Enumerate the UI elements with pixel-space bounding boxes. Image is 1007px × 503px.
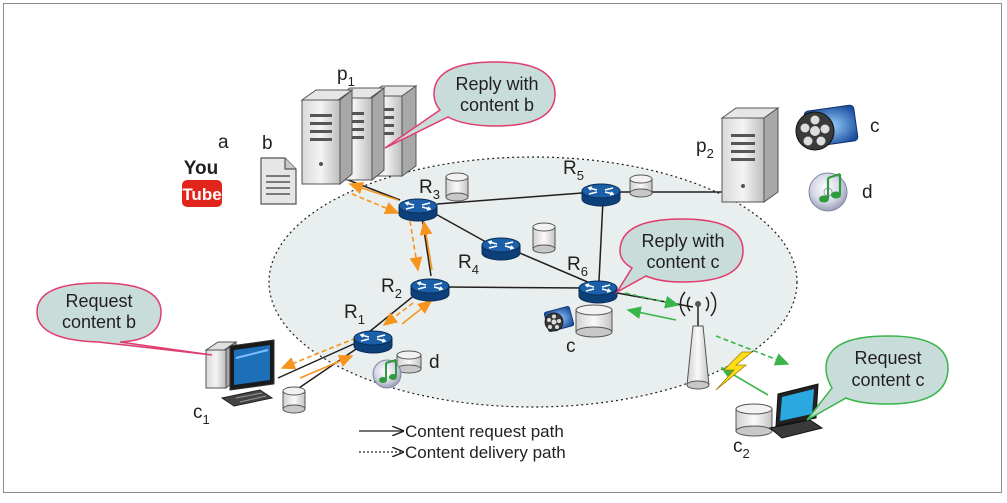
bubble-request-c: Request content c (806, 335, 949, 421)
laptop-c2 (768, 383, 824, 439)
label-r1: R1 (344, 302, 365, 327)
cache-r4 (532, 222, 556, 254)
figure-frame (3, 3, 1002, 493)
bubble-reply-b-line2: content b (460, 95, 534, 115)
lightning-bolt-icon (715, 351, 754, 391)
router-r1 (353, 330, 393, 354)
bubble-reply-b: Reply with content b (384, 61, 556, 149)
label-content-b: b (262, 133, 273, 154)
cache-r6 (575, 304, 613, 338)
cache-r5 (629, 174, 653, 198)
green-paths (624, 292, 790, 396)
film-reel-small-icon (543, 306, 575, 332)
label-content-c-r6: c (566, 336, 576, 357)
label-p1: p1 (337, 64, 355, 89)
bubble-reply-c-line2: content c (646, 252, 719, 272)
label-c1: c1 (193, 402, 210, 427)
bubble-request-b: Request content b (36, 282, 213, 356)
label-r2: R2 (381, 276, 402, 301)
bubble-request-c-line2: content c (851, 370, 924, 390)
youtube-you-text: You (184, 158, 218, 179)
label-r5: R5 (563, 158, 584, 183)
desktop-computer-c1 (204, 339, 275, 407)
router-r2 (410, 278, 450, 302)
bubble-request-c-line1: Request (854, 348, 921, 368)
label-content-d-r1: d (429, 352, 440, 373)
bubble-reply-c: Reply with content c (614, 218, 744, 295)
legend: Content request path Content delivery pa… (359, 422, 566, 462)
label-c2: c2 (733, 436, 750, 461)
legend-delivery-label: Content delivery path (405, 443, 566, 462)
cache-r3 (445, 172, 469, 202)
router-r5 (581, 183, 621, 207)
label-content-d-top: d (862, 182, 873, 203)
bubble-request-b-line1: Request (65, 291, 132, 311)
cache-c1 (282, 386, 306, 414)
film-reel-icon (795, 104, 859, 151)
bubble-reply-c-line1: Reply with (641, 231, 724, 251)
router-r6 (578, 280, 618, 304)
cache-c2 (735, 403, 773, 437)
label-r4: R4 (458, 252, 479, 277)
bubble-request-b-line2: content b (62, 312, 136, 332)
router-r4 (481, 237, 521, 261)
orange-paths (280, 181, 433, 379)
label-content-c-top: c (870, 116, 880, 137)
routers (353, 183, 621, 354)
legend-request-label: Content request path (405, 422, 564, 441)
wireless-tower (679, 291, 717, 390)
music-disc-icon (808, 172, 848, 212)
label-p2: p2 (696, 136, 714, 161)
bubble-reply-b-line1: Reply with (455, 74, 538, 94)
music-disc-small-icon (372, 359, 402, 389)
label-r6: R6 (567, 254, 588, 279)
label-content-a: a (218, 132, 229, 153)
youtube-tube-text: Tube (182, 185, 221, 204)
label-r3: R3 (419, 177, 440, 202)
router-r3 (398, 198, 438, 222)
youtube-logo: You Tube (182, 158, 222, 207)
server-p1 (300, 85, 418, 186)
server-p2 (720, 107, 780, 203)
document-icon (260, 157, 297, 205)
